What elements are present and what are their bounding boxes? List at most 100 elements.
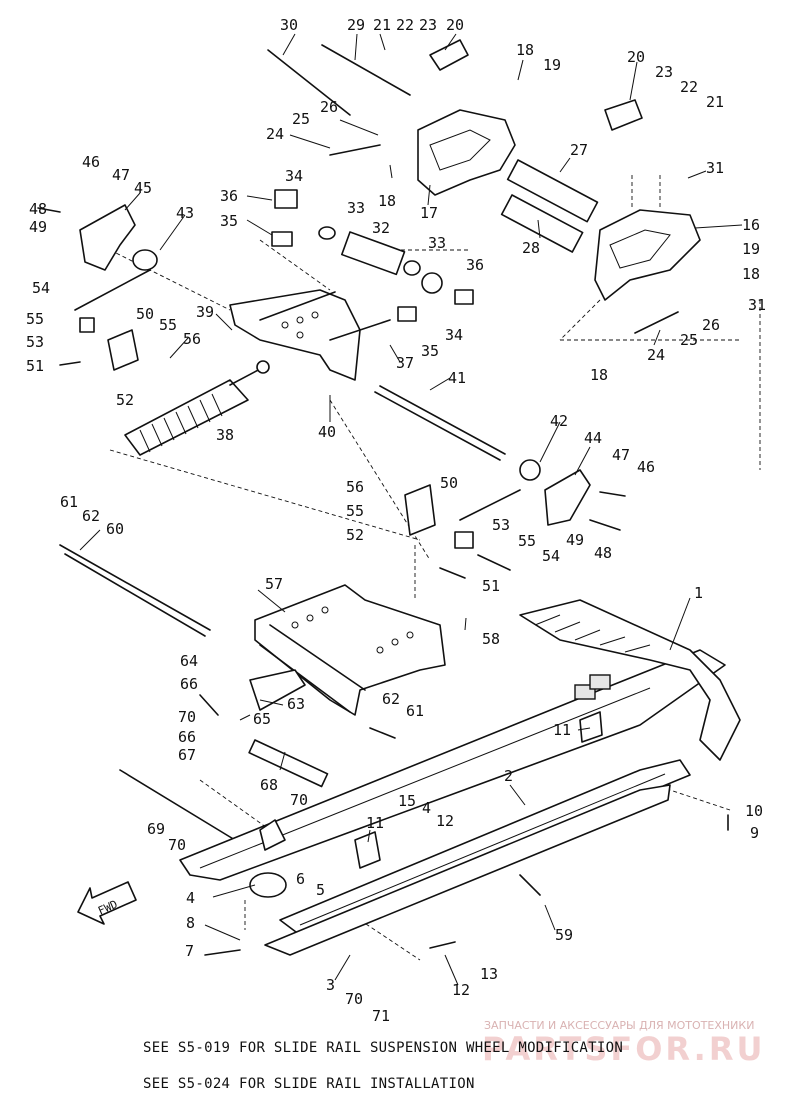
callout-67: 67 xyxy=(178,746,196,764)
callout-33: 33 xyxy=(347,199,365,217)
upper-front-bracket xyxy=(417,39,643,196)
callout-5: 5 xyxy=(316,881,325,899)
callout-20: 20 xyxy=(446,16,464,34)
callout-29: 29 xyxy=(347,16,365,34)
callout-22b: 22 xyxy=(680,78,698,96)
callout-63: 63 xyxy=(287,695,305,713)
callout-34b: 34 xyxy=(445,326,463,344)
callout-36b: 36 xyxy=(466,256,484,274)
callout-39: 39 xyxy=(196,303,214,321)
callout-66b: 66 xyxy=(178,728,196,746)
callout-26b: 26 xyxy=(702,316,720,334)
callout-44: 44 xyxy=(584,429,602,447)
callout-12b: 12 xyxy=(452,981,470,999)
callout-3: 3 xyxy=(326,976,335,994)
callout-9: 9 xyxy=(750,824,759,842)
callout-12: 12 xyxy=(436,812,454,830)
callout-41: 41 xyxy=(448,369,466,387)
callout-70b: 70 xyxy=(290,791,308,809)
callout-7: 7 xyxy=(185,942,194,960)
callout-70: 70 xyxy=(178,708,196,726)
watermark-logo: PARTSFOR.RU xyxy=(482,1030,766,1068)
callout-58: 58 xyxy=(482,630,500,648)
shafts xyxy=(271,159,599,322)
callouts: 30 29 21 22 23 20 18 19 26 25 24 20 23 2… xyxy=(26,16,766,1025)
callout-11: 11 xyxy=(553,721,571,739)
callout-62b: 62 xyxy=(382,690,400,708)
callout-10: 10 xyxy=(745,802,763,820)
callout-56: 56 xyxy=(183,330,201,348)
callout-55d: 55 xyxy=(518,532,536,550)
rail-hardware xyxy=(199,694,729,956)
callout-13: 13 xyxy=(480,965,498,983)
shock-absorber xyxy=(124,360,270,456)
callout-35b: 35 xyxy=(421,342,439,360)
callout-11b: 11 xyxy=(366,814,384,832)
callout-55: 55 xyxy=(26,310,44,328)
callout-6: 6 xyxy=(296,870,305,888)
callout-24: 24 xyxy=(266,125,284,143)
callout-65: 65 xyxy=(253,710,271,728)
callout-57: 57 xyxy=(265,575,283,593)
callout-21: 21 xyxy=(373,16,391,34)
callout-48b: 48 xyxy=(594,544,612,562)
callout-15: 15 xyxy=(398,792,416,810)
callout-71: 71 xyxy=(372,1007,390,1025)
callout-26: 26 xyxy=(320,98,338,116)
callout-18c: 18 xyxy=(742,265,760,283)
track xyxy=(519,599,741,761)
callout-22: 22 xyxy=(396,16,414,34)
leader-lines xyxy=(79,33,743,986)
left-hardware xyxy=(37,204,158,371)
callout-51b: 51 xyxy=(482,577,500,595)
slide-rails xyxy=(179,649,726,956)
callout-18d: 18 xyxy=(590,366,608,384)
callout-68: 68 xyxy=(260,776,278,794)
callout-31b: 31 xyxy=(748,296,766,314)
callout-66: 66 xyxy=(180,675,198,693)
callout-23: 23 xyxy=(419,16,437,34)
callout-46b: 46 xyxy=(637,458,655,476)
callout-61b: 61 xyxy=(406,702,424,720)
callout-53b: 53 xyxy=(492,516,510,534)
callout-35: 35 xyxy=(220,212,238,230)
callout-59: 59 xyxy=(555,926,573,944)
callout-47: 47 xyxy=(112,166,130,184)
callout-50: 50 xyxy=(136,305,154,323)
callout-32: 32 xyxy=(372,219,390,237)
callout-8: 8 xyxy=(186,914,195,932)
callout-1: 1 xyxy=(694,584,703,602)
callout-19: 19 xyxy=(543,56,561,74)
rods xyxy=(59,44,679,841)
callout-52: 52 xyxy=(116,391,134,409)
callout-40: 40 xyxy=(318,423,336,441)
callout-55b: 55 xyxy=(159,316,177,334)
callout-52b: 52 xyxy=(346,526,364,544)
callout-45: 45 xyxy=(134,179,152,197)
callout-33b: 33 xyxy=(428,234,446,252)
callout-61: 61 xyxy=(60,493,78,511)
upper-arm xyxy=(229,289,391,381)
callout-50b: 50 xyxy=(440,474,458,492)
callout-2: 2 xyxy=(504,767,513,785)
callout-30: 30 xyxy=(280,16,298,34)
callout-18b: 18 xyxy=(378,192,396,210)
callout-46: 46 xyxy=(82,153,100,171)
middle-hardware xyxy=(404,459,626,579)
callout-31: 31 xyxy=(706,159,724,177)
callout-34: 34 xyxy=(285,167,303,185)
callout-48: 48 xyxy=(29,200,47,218)
callout-25: 25 xyxy=(292,110,310,128)
callout-21b: 21 xyxy=(706,93,724,111)
callout-70c: 70 xyxy=(168,836,186,854)
callout-24b: 24 xyxy=(647,346,665,364)
callout-4b: 4 xyxy=(186,889,195,907)
callout-38: 38 xyxy=(216,426,234,444)
callout-42: 42 xyxy=(550,412,568,430)
front-arm xyxy=(248,584,446,788)
callout-64: 64 xyxy=(180,652,198,670)
callout-49: 49 xyxy=(29,218,47,236)
callout-53: 53 xyxy=(26,333,44,351)
callout-70d: 70 xyxy=(345,990,363,1008)
rear-arm-bracket xyxy=(594,209,701,301)
